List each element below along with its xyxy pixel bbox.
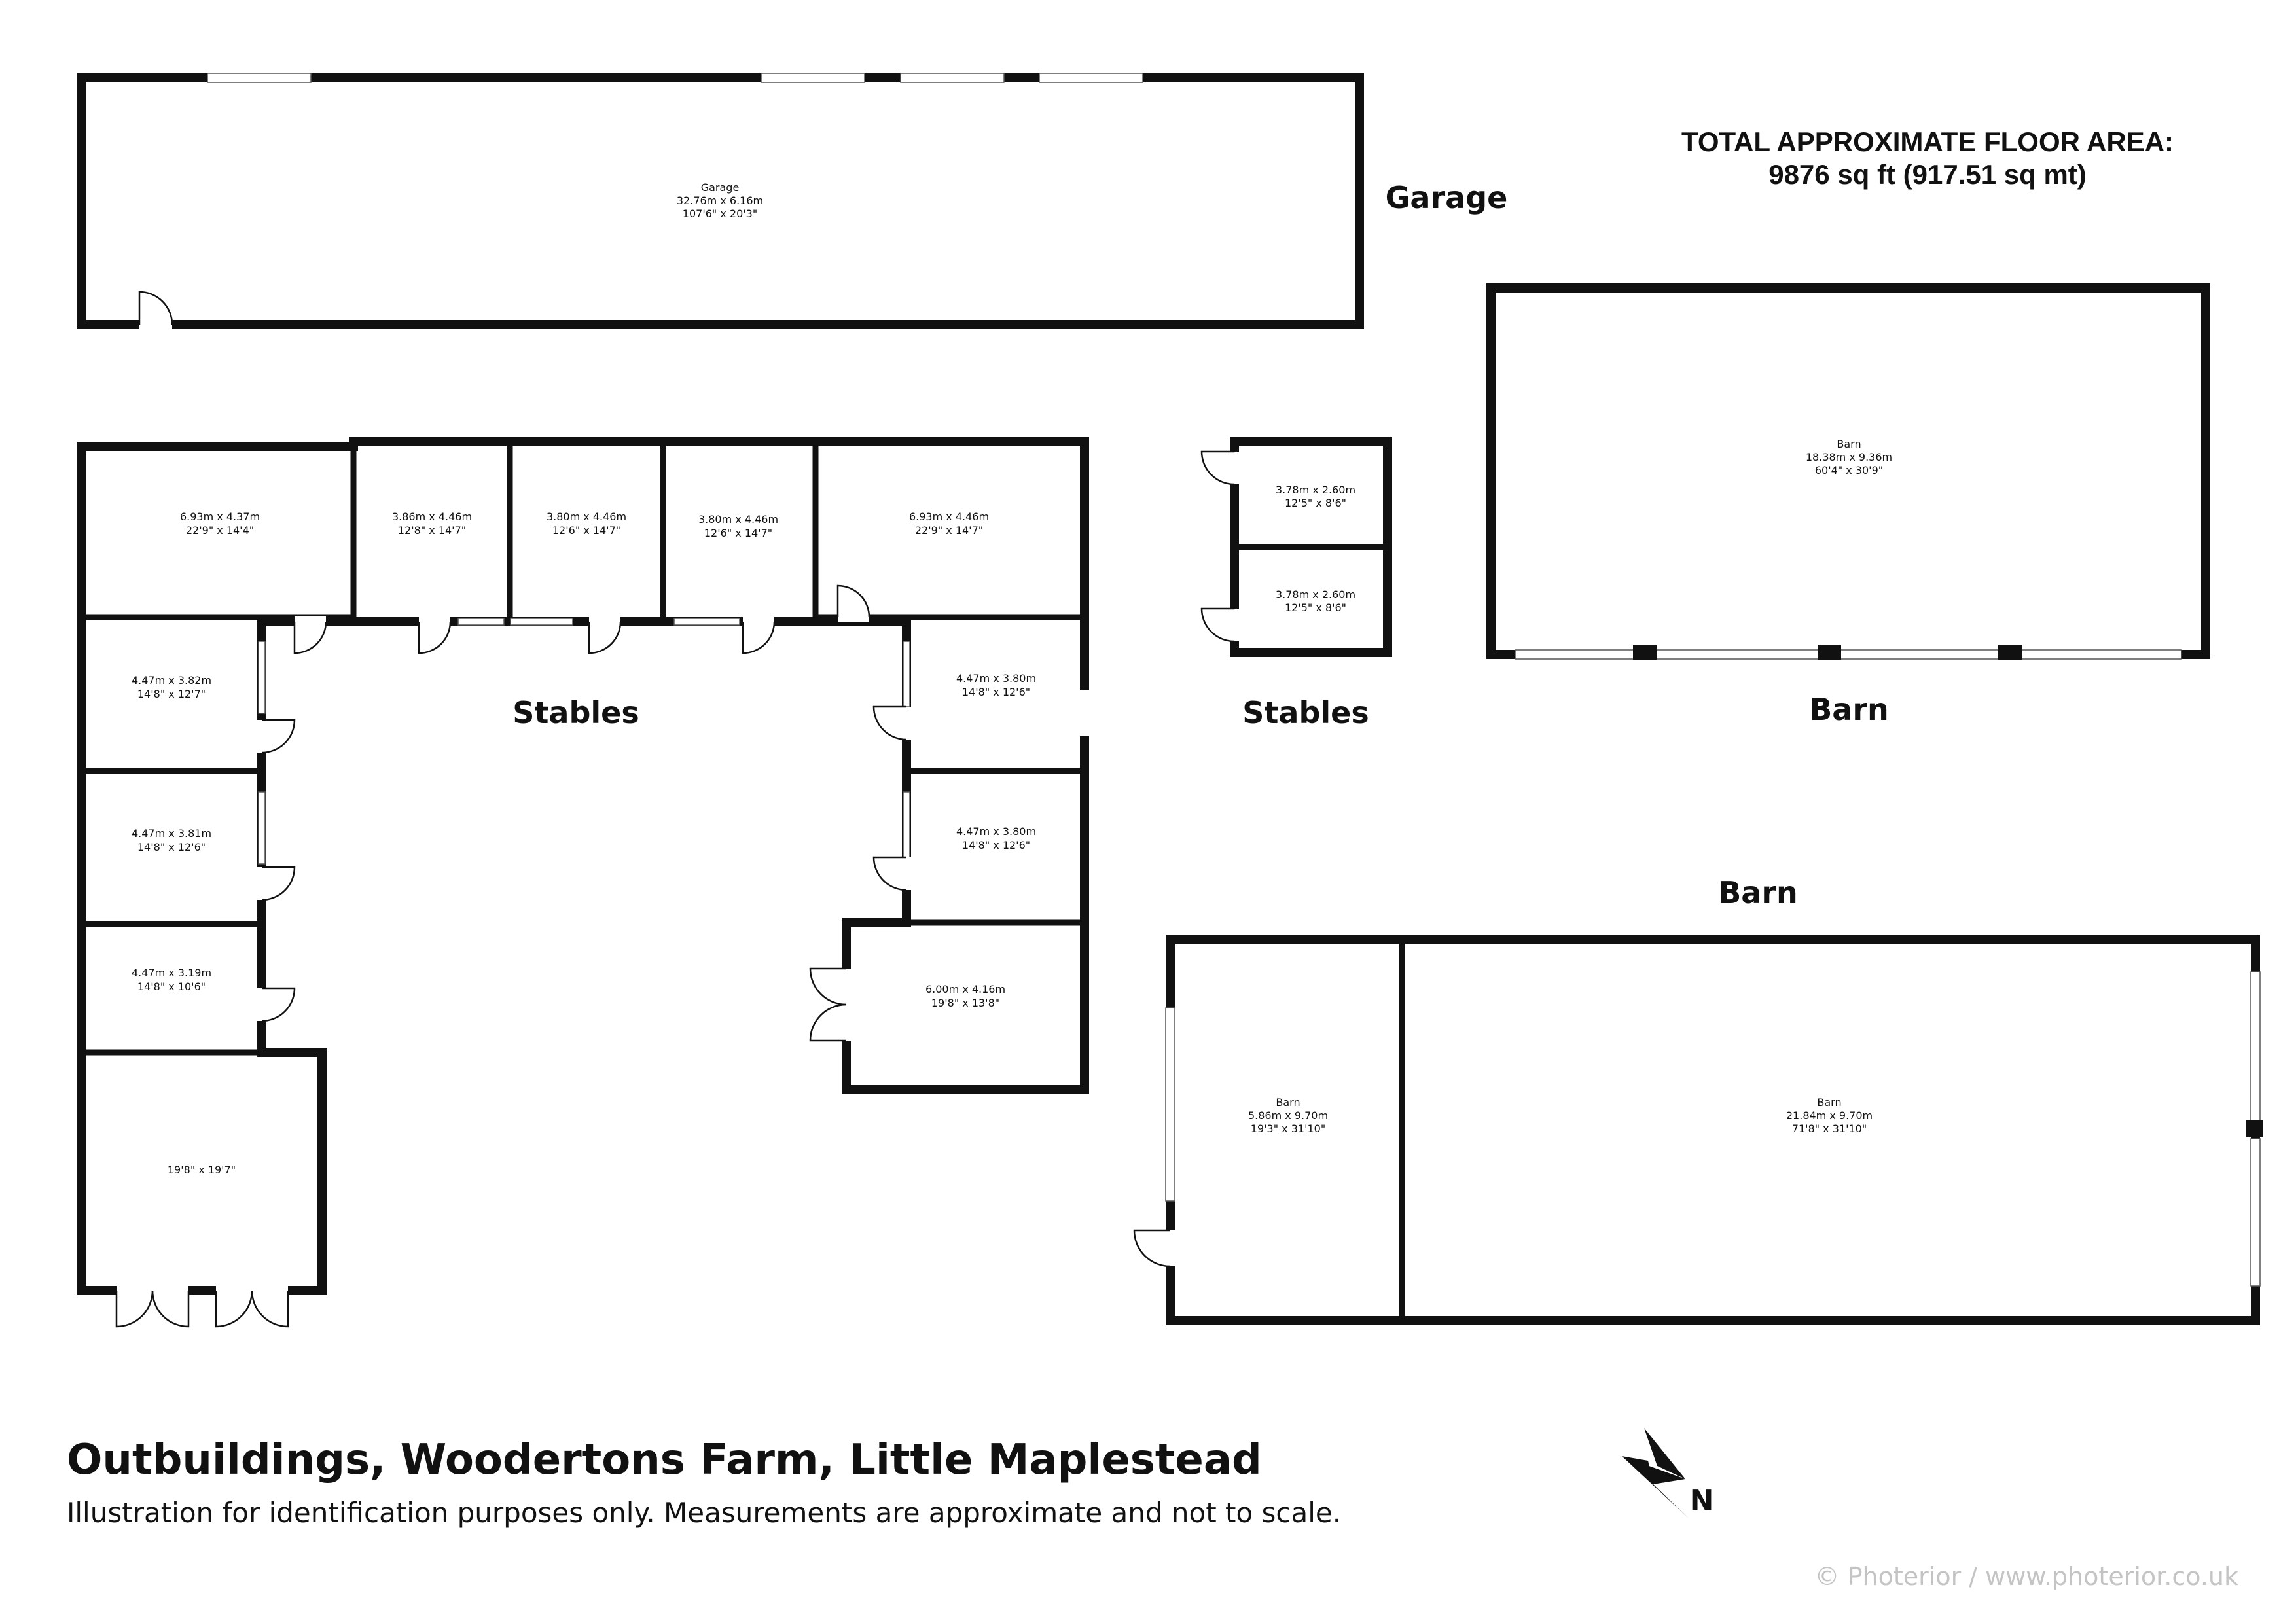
garage-walls	[77, 73, 1364, 329]
garage-room-name: Garage	[701, 181, 740, 194]
barn-lower-label: Barn	[1718, 875, 1798, 910]
stable-h-imperial: 14'8" x 10'6"	[137, 980, 206, 993]
barn-upper-metric: 18.38m x 9.36m	[1806, 451, 1892, 463]
stable-c-metric: 3.80m x 4.46m	[547, 510, 626, 523]
stable-l-imperial: 19'8" x 13'8"	[931, 997, 999, 1009]
barn-lower-right-opening	[2250, 971, 2261, 1130]
total-area-heading: TOTAL APPROXIMATE FLOOR AREA:	[1681, 126, 2174, 157]
north-arrow-icon	[1622, 1428, 1689, 1518]
small-stable-bottom-metric: 3.78m x 2.60m	[1276, 588, 1355, 601]
plan-title: Outbuildings, Woodertons Farm, Little Ma…	[67, 1436, 1262, 1484]
stable-e-metric: 6.93m x 4.46m	[909, 510, 989, 523]
stable-j-imperial: 14'8" x 12'6"	[962, 686, 1030, 698]
stables-small-label: Stables	[1242, 695, 1369, 730]
barn-lower-right-metric: 21.84m x 9.70m	[1786, 1109, 1873, 1122]
stable-g-imperial: 14'8" x 12'6"	[137, 841, 206, 853]
stable-f-imperial: 14'8" x 12'7"	[137, 688, 206, 700]
garage-room-imperial: 107'6" x 20'3"	[683, 207, 757, 220]
garage-building: Garage 32.76m x 6.16m 107'6" x 20'3"	[77, 73, 1364, 330]
small-stable-bottom-imperial: 12'5" x 8'6"	[1285, 601, 1346, 614]
disclaimer: Illustration for identification purposes…	[67, 1497, 1341, 1529]
garage-window	[900, 73, 1005, 83]
stable-c-imperial: 12'6" x 14'7"	[552, 524, 620, 537]
stable-i-imperial: 19'8" x 19'7"	[168, 1164, 236, 1176]
barn-lower-left-opening	[1165, 1007, 1175, 1202]
small-stable-top-imperial: 12'5" x 8'6"	[1285, 497, 1346, 509]
barn-lower-left-imperial: 19'3" x 31'10"	[1251, 1122, 1325, 1135]
barn-lower-right-opening	[2250, 1138, 2261, 1287]
photographer-credit: © Photerior / www.photerior.co.uk	[1815, 1562, 2238, 1591]
stable-l-metric: 6.00m x 4.16m	[925, 983, 1005, 995]
stable-f-metric: 4.47m x 3.82m	[132, 674, 211, 687]
north-label: N	[1690, 1484, 1714, 1518]
barn-lower-left-name: Barn	[1276, 1096, 1300, 1109]
stables-small-building: 3.78m x 2.60m 12'5" x 8'6" 3.78m x 2.60m…	[1200, 437, 1392, 730]
barn-lower-walls	[1166, 935, 2260, 1325]
stable-b-metric: 3.86m x 4.46m	[392, 510, 472, 523]
barn-lower-building: Barn 5.86m x 9.70m 19'3" x 31'10" Barn 2…	[1133, 875, 2263, 1325]
door-swing	[138, 291, 173, 325]
barn-lower-left-metric: 5.86m x 9.70m	[1248, 1109, 1328, 1122]
garage-window	[761, 73, 865, 83]
barn-upper-opening	[1515, 649, 2182, 660]
garage-label: Garage	[1386, 180, 1508, 215]
stable-g-metric: 4.47m x 3.81m	[132, 827, 211, 840]
stable-d-metric: 3.80m x 4.46m	[698, 513, 778, 526]
small-stable-top-metric: 3.78m x 2.60m	[1276, 484, 1355, 496]
stable-a-metric: 6.93m x 4.37m	[180, 510, 260, 523]
stable-k-imperial: 14'8" x 12'6"	[962, 839, 1030, 851]
stables-main-building: 6.93m x 4.37m 22'9" x 14'4" 3.86m x 4.46…	[77, 437, 1090, 1328]
stable-d-imperial: 12'6" x 14'7"	[704, 527, 772, 539]
garage-window	[1039, 73, 1143, 83]
stable-a-imperial: 22'9" x 14'4"	[186, 524, 254, 537]
stable-j-metric: 4.47m x 3.80m	[956, 672, 1036, 685]
barn-upper-name: Barn	[1837, 438, 1861, 450]
stable-b-imperial: 12'8" x 14'7"	[398, 524, 466, 537]
barn-lower-right-imperial: 71'8" x 31'10"	[1792, 1122, 1867, 1135]
stable-h-metric: 4.47m x 3.19m	[132, 967, 211, 979]
total-area-value: 9876 sq ft (917.51 sq mt)	[1768, 159, 2087, 190]
stable-e-imperial: 22'9" x 14'7"	[915, 524, 983, 537]
garage-room-metric: 32.76m x 6.16m	[677, 194, 763, 207]
barn-upper-building: Barn 18.38m x 9.36m 60'4" x 30'9" Barn	[1486, 283, 2210, 727]
barn-upper-label: Barn	[1809, 692, 1889, 727]
garage-window	[207, 73, 312, 83]
barn-lower-right-name: Barn	[1817, 1096, 1841, 1109]
stables-main-label: Stables	[512, 695, 639, 730]
barn-upper-imperial: 60'4" x 30'9"	[1815, 464, 1883, 476]
stable-k-metric: 4.47m x 3.80m	[956, 825, 1036, 838]
